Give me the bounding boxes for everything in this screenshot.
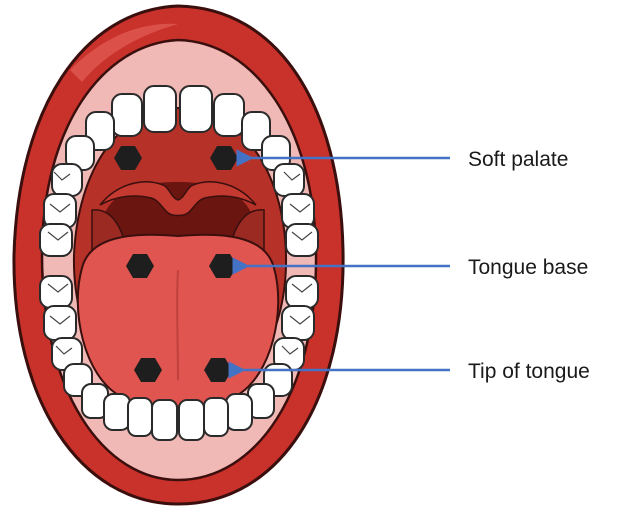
label-tip-of-tongue: Tip of tongue <box>468 360 590 383</box>
label-soft-palate: Soft palate <box>468 148 568 171</box>
tongue-midline <box>177 270 178 380</box>
label-tongue-base: Tongue base <box>468 256 588 279</box>
